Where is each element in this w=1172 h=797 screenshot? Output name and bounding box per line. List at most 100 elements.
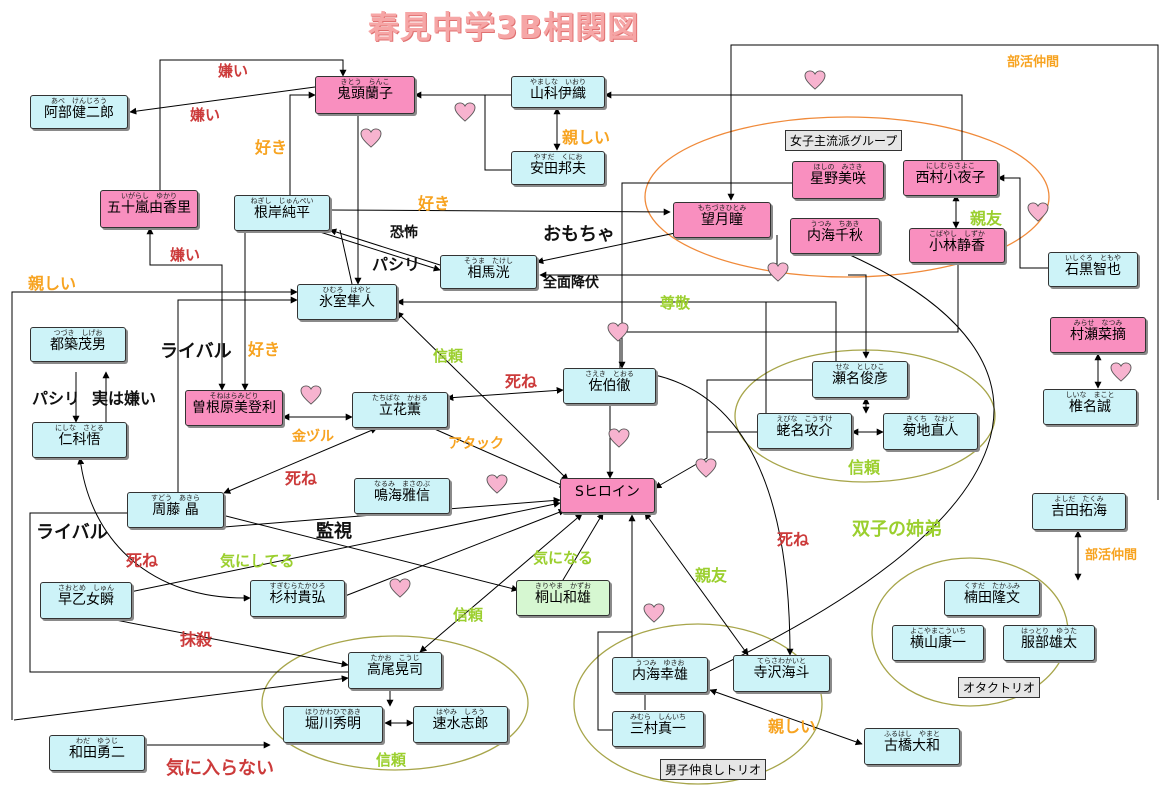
name: 速水志郎: [432, 716, 489, 732]
person-nishimura[interactable]: にしむらさよこ西村小夜子: [903, 160, 998, 196]
ruby: はやみ しろう: [436, 708, 485, 716]
person-furuhashi[interactable]: ふるはし やまと古橋大和: [864, 728, 960, 765]
label-suki-2: 好き: [418, 194, 451, 213]
person-saeki[interactable]: さえき とおる佐伯徹: [563, 368, 656, 404]
person-kiriyama[interactable]: きりやま かずお桐山和雄: [516, 580, 610, 616]
label-shitashii-3: 親しい: [768, 717, 817, 736]
person-nishina[interactable]: にしな さとる仁科悟: [32, 422, 127, 458]
person-ishiguro[interactable]: いしぐろ ともや石黒智也: [1048, 252, 1138, 287]
name: 早乙女瞬: [58, 592, 114, 608]
name: 相馬洸: [467, 265, 510, 281]
group-sena-ellipse: [734, 349, 996, 483]
name: 阿部健二郎: [44, 105, 114, 121]
ruby: よしだ たくみ: [1054, 495, 1104, 503]
name: 和田勇二: [69, 745, 125, 761]
person-hoshino[interactable]: ほしの みさき星野美咲: [792, 161, 884, 199]
person-horikawa[interactable]: ほりかわひであき堀川秀明: [283, 706, 383, 743]
person-igarashi[interactable]: いがらし ゆかり五十嵐由香里: [100, 190, 198, 228]
ruby: そねはらみどり: [209, 392, 259, 400]
ruby: ほしの みさき: [813, 163, 863, 171]
person-kobayashi[interactable]: こばやし しずか小林静香: [909, 228, 1005, 263]
person-wada[interactable]: わだ ゆうじ和田勇二: [49, 735, 145, 771]
name: 古橋大和: [884, 738, 940, 754]
label-jitsuwa: 実は嫌い: [92, 389, 157, 408]
person-narumi[interactable]: なるみ まさのぶ鳴海雅信: [354, 478, 450, 514]
person-kito[interactable]: きとう らんこ鬼頭蘭子: [315, 76, 415, 114]
person-sudo[interactable]: すどう あきら周藤 晶: [127, 492, 224, 528]
person-mimura[interactable]: みむら しんいち三村真一: [612, 711, 704, 747]
hearts: [300, 70, 1132, 623]
name: 内海幸雄: [632, 667, 688, 683]
person-soma[interactable]: そうま たけし相馬洸: [440, 255, 537, 289]
person-saotome[interactable]: さおとめ しゅん早乙女瞬: [40, 582, 132, 619]
label-shitashii-2: 親しい: [28, 274, 77, 293]
heart-icon: [643, 603, 665, 623]
person-kikuchi[interactable]: きくち なおと菊地直人: [883, 413, 978, 450]
person-utsumi-chiaki[interactable]: うつみ ちあき内海千秋: [790, 218, 880, 254]
person-utsumi-yukio[interactable]: うつみ ゆきお内海幸雄: [612, 657, 708, 693]
label-massatsu: 抹殺: [180, 630, 213, 649]
ruby: もちづきひとみ: [697, 204, 747, 212]
label-shinrai-4: 信頼: [376, 751, 407, 769]
group-label-joshi: 女子主流派グループ: [785, 130, 903, 151]
ruby: はっとり ゆうた: [1021, 627, 1077, 635]
ruby: さおとめ しゅん: [58, 584, 114, 592]
person-sena[interactable]: せな としひこ瀬名俊彦: [812, 361, 908, 398]
label-shine-4: 死ね: [126, 551, 159, 570]
person-abe[interactable]: あべ けんじろう阿部健二郎: [30, 95, 128, 129]
person-himuro[interactable]: ひむろ はやと氷室隼人: [297, 284, 397, 320]
name: 山科伊織: [530, 86, 586, 102]
heart-icon: [454, 102, 476, 122]
group-takao-ellipse: [261, 635, 529, 771]
ruby: ひむろ はやと: [322, 286, 372, 294]
name: 椎名誠: [1069, 399, 1111, 415]
ruby: すぎむらたかひろ: [269, 582, 326, 590]
name: 蛯名攻介: [776, 423, 833, 439]
ruby: こばやし しずか: [929, 230, 985, 238]
label-shinrai-3: 信頼: [453, 606, 484, 624]
label-pashiri-1: パシリ: [372, 255, 421, 274]
name: 堀川秀明: [305, 716, 361, 732]
ruby: ねぎし じゅんぺい: [250, 197, 314, 205]
person-mochizuki[interactable]: もちづきひとみ望月瞳: [673, 202, 771, 238]
name: 瀬名俊彦: [832, 371, 888, 387]
ruby: よこやまこういち: [910, 627, 966, 635]
person-yoshida[interactable]: よしだ たくみ吉田拓海: [1032, 493, 1126, 530]
person-heroine[interactable]: Sヒロイン: [560, 478, 655, 513]
name: 立花薫: [379, 402, 421, 418]
person-sonehara[interactable]: そねはらみどり曽根原美登利: [185, 390, 283, 426]
person-murase[interactable]: みらせ なつみ村瀬菜摘: [1050, 317, 1146, 353]
person-hattori[interactable]: はっとり ゆうた服部雄太: [1003, 625, 1095, 661]
heart-icon: [1110, 362, 1132, 382]
person-tsuzuki[interactable]: つづき しげお都築茂男: [30, 327, 126, 362]
person-yamashina[interactable]: やましな いおり山科伊織: [511, 76, 605, 108]
name: 桐山和雄: [535, 590, 591, 606]
person-shiina[interactable]: しいな まこと椎名誠: [1043, 389, 1137, 425]
person-yasuda[interactable]: やすだ くにお安田邦夫: [511, 151, 605, 185]
person-hayami[interactable]: はやみ しろう速水志郎: [413, 706, 508, 743]
name: 寺沢海斗: [753, 665, 810, 681]
ruby: ほりかわひであき: [305, 708, 361, 716]
ruby: いしぐろ ともや: [1065, 254, 1121, 262]
person-terasawa[interactable]: てらさわかいと寺沢海斗: [733, 655, 830, 692]
person-ebina[interactable]: えびな こうすけ蛯名攻介: [757, 413, 852, 449]
name: 楠田隆文: [964, 590, 1020, 606]
person-negishi[interactable]: ねぎし じゅんぺい根岸純平: [234, 195, 330, 231]
heart-icon: [767, 262, 789, 282]
label-shinyu-2: 親友: [695, 566, 728, 585]
name: 仁科悟: [58, 432, 101, 448]
group-label-otaku: オタクトリオ: [958, 677, 1041, 698]
person-takao[interactable]: たかお こうじ高尾晃司: [348, 652, 442, 689]
label-shine-2: 死ね: [285, 469, 318, 488]
person-sugimura[interactable]: すぎむらたかひろ杉村貴弘: [250, 580, 345, 617]
person-yokoyama[interactable]: よこやまこういち横山康一: [892, 625, 984, 661]
person-kusuda[interactable]: くすだ たかふみ楠田隆文: [944, 580, 1040, 616]
ruby: つづき しげお: [53, 329, 103, 337]
label-kyofu: 恐怖: [390, 225, 418, 241]
heart-icon: [389, 578, 411, 598]
heart-icon: [608, 428, 630, 448]
label-shine-1: 死ね: [505, 372, 538, 391]
person-tachibana[interactable]: たちばな かおる立花薫: [352, 392, 448, 428]
name: 安田邦夫: [530, 161, 586, 177]
